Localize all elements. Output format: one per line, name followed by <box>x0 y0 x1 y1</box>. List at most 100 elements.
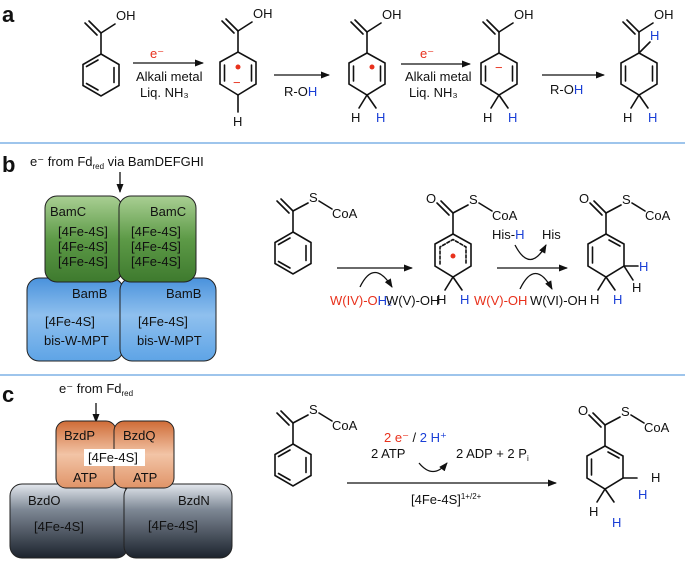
shared-cluster-box <box>84 449 145 466</box>
bzdp-label: BzdP <box>64 428 95 443</box>
cluster-label: [4Fe-4S] <box>58 239 108 254</box>
h-atom-blue: H <box>460 292 469 307</box>
h-atom-blue: H <box>650 28 659 43</box>
cofactor-label: bis-W-MPT <box>44 333 109 348</box>
dienoyl-coa-product: O S CoA H H H H <box>578 403 670 530</box>
electron-label: e⁻ <box>150 46 164 61</box>
oh-label: OH <box>382 7 402 22</box>
cluster-label: [4Fe-4S] <box>131 224 181 239</box>
charge-label: − <box>233 75 241 90</box>
h-atom-blue: H <box>612 515 621 530</box>
atp-label: ATP <box>133 470 157 485</box>
o-atom: O <box>426 191 436 206</box>
cyclohexadienyl-anion: OH − H H <box>480 7 534 125</box>
electron-source-label: e⁻ from Fdred via BamDEFGHI <box>30 154 204 171</box>
h-atom: H <box>437 292 446 307</box>
bzdo-label: BzdO <box>28 493 61 508</box>
cluster-cofactor-label: [4Fe-4S]1+/2+ <box>411 492 482 507</box>
reagent-label: R-OH <box>550 82 583 97</box>
atp-label: ATP <box>73 470 97 485</box>
coa-label: CoA <box>332 418 358 433</box>
charge-label: − <box>495 60 503 75</box>
bzdn-subunit <box>123 483 233 559</box>
his-curved-arrow <box>514 244 547 261</box>
h-atom-blue: H <box>639 259 648 274</box>
reagent-label: Liq. NH₃ <box>409 85 458 100</box>
radical-dot <box>369 64 375 70</box>
oh-label: OH <box>514 7 534 22</box>
h-atom-blue: H <box>613 292 622 307</box>
dihydro-product: OH H H H <box>620 7 674 125</box>
reagent-label: Alkali metal <box>136 69 203 84</box>
h-atom: H <box>623 110 632 125</box>
w5b-label: W(V)-OH <box>474 293 527 308</box>
bamb-label: BamB <box>166 286 201 301</box>
cofactor-curved-arrow <box>359 271 393 288</box>
cluster-label: [4Fe-4S] <box>148 518 198 533</box>
cluster-label: [4Fe-4S] <box>58 254 108 269</box>
reagent-label: R-OH <box>284 84 317 99</box>
reagent-label: Alkali metal <box>405 69 472 84</box>
benzoyl-coa: S CoA <box>274 402 358 487</box>
h-atom: H <box>233 114 242 129</box>
h-atom: H <box>651 470 660 485</box>
o-atom: O <box>579 191 589 206</box>
panel-b-label: b <box>2 152 15 177</box>
h-atom: H <box>632 280 641 295</box>
oh-label: OH <box>116 8 136 23</box>
cluster-label: [4Fe-4S] <box>131 254 181 269</box>
o-atom: O <box>578 403 588 418</box>
w4-label: W(IV)-OH₂ <box>330 293 392 308</box>
cluster-label: [4Fe-4S] <box>58 224 108 239</box>
panel-b: b e⁻ from Fdred via BamDEFGHI BamB BamB … <box>2 152 671 362</box>
cluster-label: [4Fe-4S] <box>45 314 95 329</box>
h-atom-blue: H <box>376 110 385 125</box>
s-atom: S <box>309 402 318 417</box>
radical-anion: OH − H <box>219 6 273 129</box>
cluster-label: [4Fe-4S] <box>138 314 188 329</box>
bzdq-label: BzdQ <box>123 428 156 443</box>
h-atom-blue: H <box>638 487 647 502</box>
h-atom-blue: H <box>648 110 657 125</box>
h-atom: H <box>483 110 492 125</box>
reagent-label: Liq. NH₃ <box>140 85 189 100</box>
atp-products-label: 2 ADP + 2 Pi <box>456 446 529 463</box>
electron-label: e⁻ <box>420 46 434 61</box>
coa-label: CoA <box>645 208 671 223</box>
s-atom: S <box>469 192 478 207</box>
panel-c: c e⁻ from Fdred BzdO BzdN [4Fe-4S] [4Fe-… <box>2 381 670 559</box>
electron-proton-label: 2 e⁻ / 2 H⁺ <box>384 430 447 445</box>
oh-label: OH <box>253 6 273 21</box>
panel-c-label: c <box>2 382 14 407</box>
h-atom-blue: H <box>508 110 517 125</box>
cyclohexadienyl-radical: OH H H <box>348 7 402 125</box>
radical-dot <box>235 64 241 70</box>
cluster-label: [4Fe-4S] <box>34 519 84 534</box>
his-h-label: His-H <box>492 227 525 242</box>
radical-dot <box>450 253 456 259</box>
s-atom: S <box>622 192 631 207</box>
coa-label: CoA <box>644 420 670 435</box>
h-atom: H <box>590 292 599 307</box>
coa-label: CoA <box>492 208 518 223</box>
w6-label: W(VI)-OH <box>530 293 587 308</box>
dienoyl-coa-product: O S CoA H H H H <box>579 191 671 307</box>
h-atom: H <box>589 504 598 519</box>
h-atom: H <box>351 110 360 125</box>
benzoyl-coa: S CoA <box>274 190 358 275</box>
bamc-label: BamC <box>50 204 86 219</box>
cofactor-curved-arrow <box>519 272 553 290</box>
dienoyl-radical-intermediate: O S CoA H H <box>426 191 518 307</box>
bzdn-label: BzdN <box>178 493 210 508</box>
oh-label: OH <box>654 7 674 22</box>
atp-input-label: 2 ATP <box>371 446 405 461</box>
s-atom: S <box>621 404 630 419</box>
coa-label: CoA <box>332 206 358 221</box>
his-label: His <box>542 227 561 242</box>
atp-curved-arrow <box>418 462 448 473</box>
cofactor-label: bis-W-MPT <box>137 333 202 348</box>
panel-a: a OH e⁻ Alkali metal Liq. NH₃ OH <box>2 2 674 129</box>
bamc-label: BamC <box>150 204 186 219</box>
panel-a-label: a <box>2 2 15 27</box>
s-atom: S <box>309 190 318 205</box>
